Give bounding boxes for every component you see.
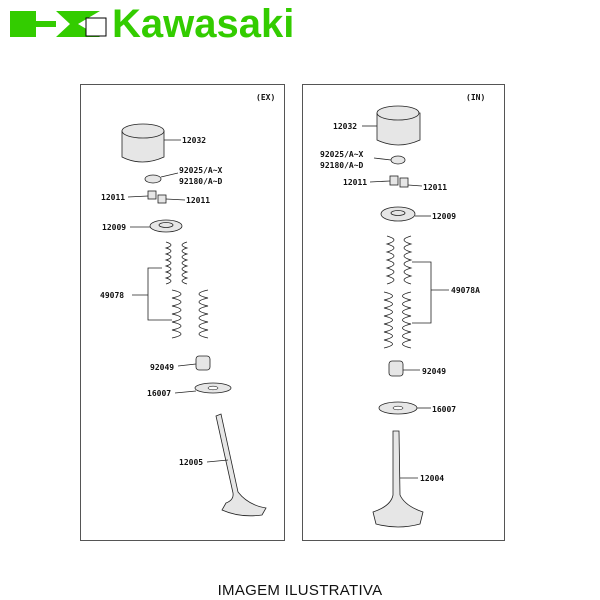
- label-12009: 12009: [432, 212, 456, 221]
- exhaust-valve: [215, 413, 267, 517]
- label-12004: 12004: [420, 474, 444, 483]
- label-12009: 12009: [102, 223, 126, 232]
- label-16007: 16007: [147, 389, 171, 398]
- label-49078a: 49078A: [451, 286, 480, 295]
- label-shim-2: 92180/A~D: [179, 177, 223, 186]
- brand-wordmark: Kawasaki: [112, 2, 294, 46]
- label-12011-left: 12011: [101, 193, 125, 202]
- label-12005: 12005: [179, 458, 203, 467]
- intake-valve-panel: (IN) 12032 92025/A~X 92180/A~D 12011 120…: [302, 84, 505, 541]
- label-49078: 49078: [100, 291, 124, 300]
- label-12011-left: 12011: [343, 178, 367, 187]
- intake-valve: [372, 430, 424, 528]
- label-12032: 12032: [182, 136, 206, 145]
- exhaust-valve-panel: (EX) 12032 92025/A~X 92180/A~D 12011 120…: [80, 84, 285, 541]
- label-16007: 16007: [432, 405, 456, 414]
- kawasaki-logo: Kawasaki: [10, 2, 294, 46]
- label-shim-1: 92025/A~X: [320, 150, 364, 159]
- inner-spring: [164, 241, 189, 285]
- outer-spring: [171, 289, 209, 339]
- label-12011-right: 12011: [423, 183, 447, 192]
- label-12032: 12032: [333, 122, 357, 131]
- label-92049: 92049: [150, 363, 174, 372]
- label-92049: 92049: [422, 367, 446, 376]
- illustrative-image-caption: IMAGEM ILUSTRATIVA: [217, 582, 383, 599]
- panel-tag-in: (IN): [466, 93, 485, 102]
- label-12011-right: 12011: [186, 196, 210, 205]
- label-shim-1: 92025/A~X: [179, 166, 223, 175]
- label-shim-2: 92180/A~D: [320, 161, 364, 170]
- panel-tag-ex: (EX): [256, 93, 275, 102]
